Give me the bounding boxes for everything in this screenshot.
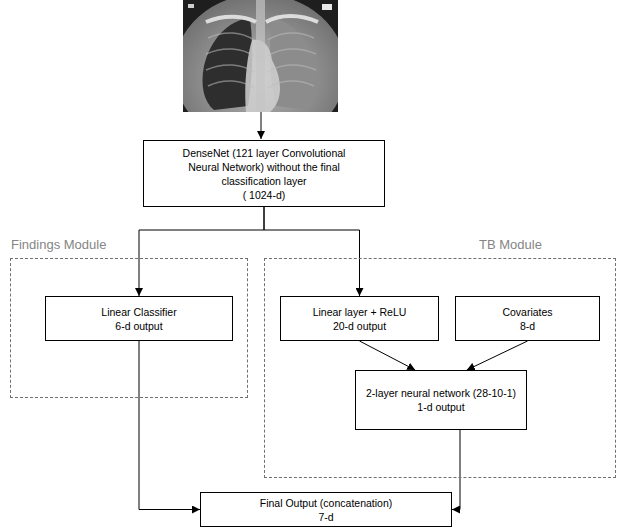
- chest-xray: [183, 0, 338, 112]
- box-text: 6-d output: [115, 319, 162, 333]
- connectors: [139, 207, 528, 510]
- xray-clavicles: [206, 16, 318, 22]
- box-text: ( 1024-d): [243, 188, 286, 202]
- box-text: 20-d output: [333, 319, 386, 333]
- connector-arrow: [139, 341, 200, 510]
- module-region: TB ModuleLinear layer + ReLU20-d outputC…: [264, 258, 616, 478]
- xray-marker: [188, 4, 194, 8]
- xray-torso: [183, 0, 338, 112]
- process-box: Final Output (concatenation)7-d: [200, 492, 452, 527]
- box-text: Linear layer + ReLU: [313, 305, 407, 319]
- process-box: Linear layer + ReLU20-d output: [280, 296, 439, 341]
- xray-marker: [322, 4, 332, 10]
- box-text: 8-d: [520, 319, 535, 333]
- box-text: 2-layer neural network (28-10-1): [366, 386, 516, 400]
- xray-ribs: [206, 33, 316, 88]
- process-box: DenseNet (121 layer Convolutional Neural…: [143, 140, 385, 207]
- connector-arrow: [360, 341, 416, 370]
- process-box: Covariates8-d: [455, 296, 600, 341]
- input-arrow: [261, 112, 262, 139]
- module-heading: Findings Module: [11, 237, 106, 253]
- box-text: Final Output (concatenation): [260, 496, 393, 510]
- box-text: 1-d output: [417, 400, 464, 414]
- box-text: Linear Classifier: [101, 305, 176, 319]
- box-text: DenseNet (121 layer Convolutional Neural…: [169, 146, 359, 188]
- process-box: 2-layer neural network (28-10-1)1-d outp…: [355, 370, 527, 430]
- module-heading: TB Module: [479, 237, 542, 253]
- connector-arrow: [139, 207, 264, 296]
- xray-spine: [256, 0, 265, 112]
- box-text: Covariates: [502, 305, 552, 319]
- box-text: 7-d: [318, 510, 333, 524]
- xray-lung-left: [202, 18, 252, 110]
- process-box: Linear Classifier6-d output: [45, 296, 233, 341]
- connector-arrow: [452, 430, 460, 510]
- connector-arrow: [467, 341, 528, 370]
- connector-arrow: [264, 207, 360, 296]
- module-region: Findings ModuleLinear Classifier6-d outp…: [10, 258, 248, 398]
